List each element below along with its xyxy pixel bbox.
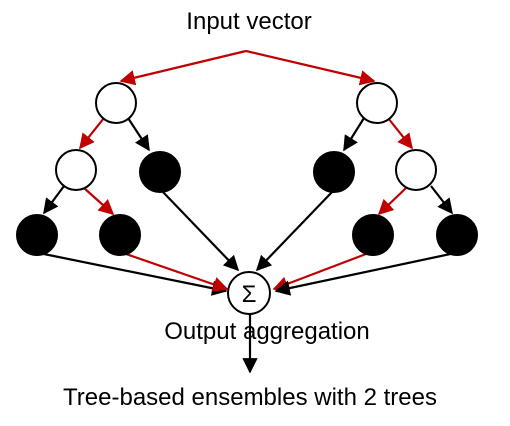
tree1-edge-root-rightleaf: [127, 117, 150, 152]
input-edge-tree2: [245, 49, 376, 86]
tree1-leaf-node: [16, 214, 58, 256]
tree1-split-node: [55, 149, 97, 191]
tree1-leaf-node: [99, 214, 141, 256]
tree2-edge-root-rightsplit: [387, 117, 413, 150]
aggregation-node: Σ: [227, 271, 271, 315]
tree1-edges: [43, 117, 150, 216]
agg-edge-tree2-leaf1: [255, 190, 334, 272]
tree2-split-node: [395, 149, 437, 191]
tree1-nodes: [16, 82, 181, 256]
tree2-leaf-node: [436, 214, 478, 256]
tree2-edges: [343, 117, 453, 216]
tree1-root-node: [95, 82, 137, 124]
agg-edge-tree1-leaf3: [161, 190, 240, 272]
tree2-leaf-node: [313, 151, 355, 193]
input-vector-label: Input vector: [186, 8, 311, 35]
tree1-edge-split-rightleaf: [83, 187, 115, 216]
agg-edge-tree1-leaf1: [38, 251, 228, 296]
tree2-edge-root-leftleaf: [343, 117, 365, 152]
agg-edge-tree2-leaf3: [274, 251, 456, 296]
tree2-edge-split-leftleaf: [377, 187, 407, 216]
input-edge-tree1: [119, 49, 247, 86]
tree1-edge-split-leftleaf: [43, 185, 65, 215]
agg-edge-tree1-leaf2: [125, 252, 229, 292]
tree1-edge-root-leftsplit: [79, 117, 105, 150]
agg-edge-tree2-leaf2: [272, 252, 367, 292]
tree2-root-node: [356, 82, 398, 124]
output-aggregation-label: Output aggregation: [164, 318, 370, 345]
sum-node: [227, 271, 271, 315]
tree2-leaf-node: [352, 214, 394, 256]
tree2-nodes: [313, 82, 478, 256]
diagram-caption: Tree-based ensembles with 2 trees: [63, 384, 437, 411]
tree2-edge-split-rightleaf: [430, 185, 453, 215]
aggregation-edges: [38, 190, 456, 296]
sum-symbol: Σ: [242, 281, 257, 308]
tree1-leaf-node: [139, 151, 181, 193]
input-edges: [119, 49, 376, 86]
